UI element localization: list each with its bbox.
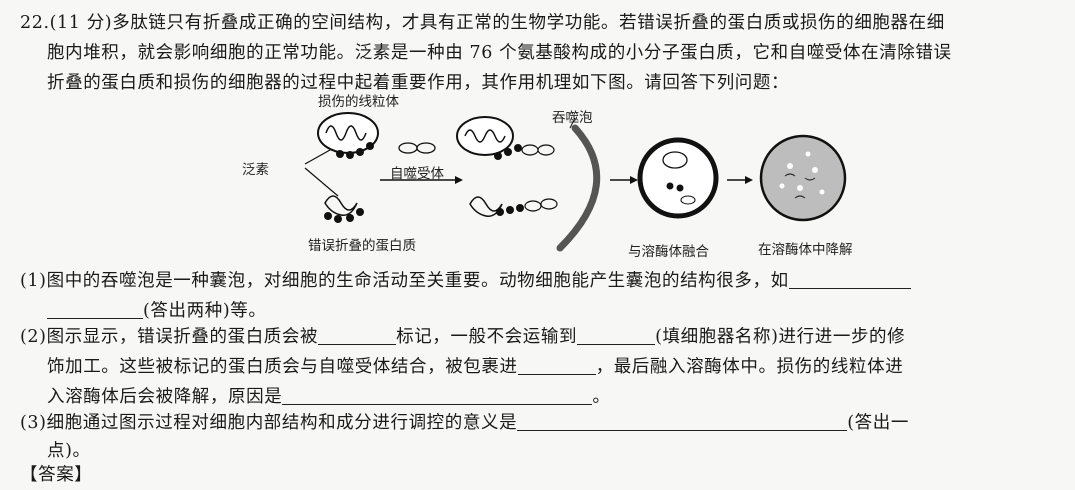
q2-text-c: (填细胞器名称)进行进一步的修 bbox=[655, 327, 906, 347]
mechanism-figure: 损伤的线粒体 泛素 自噬受体 错误折叠的蛋白质 吞噬泡 与溶酶体融合 在溶酶体中… bbox=[230, 88, 890, 260]
question-line-3: 折叠的蛋白质和损伤的细胞器的过程中起着重要作用，其作用机理如下图。请回答下列问题… bbox=[47, 73, 790, 93]
lysosome-icon bbox=[759, 134, 847, 222]
q1-line-1: (1)图中的吞噬泡是一种囊泡，对细胞的生命活动至关重要。动物细胞能产生囊泡的结构… bbox=[20, 266, 1055, 296]
label-fuse-lysosome: 与溶酶体融合 bbox=[628, 244, 709, 260]
q2-text-d: 饰加工。这些被标记的蛋白质会与自噬受体结合，被包裹进 bbox=[47, 357, 518, 377]
q2-text-e: ，最后融入溶酶体中。损伤的线粒体进 bbox=[595, 357, 904, 377]
tagged-protein-icon bbox=[469, 196, 558, 217]
misfolded-protein-icon bbox=[324, 195, 364, 223]
q3-text-a: (3)细胞通过图示过程对细胞内部结构和成分进行调控的意义是 bbox=[20, 413, 518, 433]
label-misfolded-protein: 错误折叠的蛋白质 bbox=[308, 238, 416, 254]
label-autophagy-receptor: 自噬受体 bbox=[390, 166, 444, 182]
tagged-mitochondrion-icon bbox=[456, 116, 555, 160]
label-degrade-lysosome: 在溶酶体中降解 bbox=[758, 242, 853, 258]
autolysosome-icon bbox=[637, 137, 719, 219]
q1-text-a: (1)图中的吞噬泡是一种囊泡，对细胞的生命活动至关重要。动物细胞能产生囊泡的结构… bbox=[20, 271, 789, 291]
label-damaged-mitochondrion: 损伤的线粒体 bbox=[318, 94, 399, 110]
q2-text-g: 。 bbox=[592, 387, 611, 407]
question-line-1: 22.(11 分)多肽链只有折叠成正确的空间结构，才具有正常的生物学功能。若错误… bbox=[20, 13, 945, 33]
label-ubiquitin: 泛素 bbox=[242, 162, 269, 178]
q2-line-1: (2)图示显示，错误折叠的蛋白质会被 标记，一般不会运输到 (填细胞器名称)进行进一… bbox=[20, 322, 1055, 352]
q2-blank-reason[interactable] bbox=[282, 386, 593, 405]
q3-blank-significance[interactable] bbox=[517, 412, 848, 431]
question-line-2: 胞内堆积，就会影响细胞的正常功能。泛素是一种由 76 个氨基酸构成的小分子蛋白质… bbox=[47, 43, 952, 63]
phagophore-membrane bbox=[556, 124, 601, 252]
damaged-mitochondrion-icon bbox=[317, 112, 379, 159]
q1-line-2: (答出两种)等。 bbox=[47, 296, 1055, 326]
q2-blank-ubiquitin[interactable] bbox=[318, 326, 397, 345]
q2-line-3: 入溶酶体后会被降解，原因是 。 bbox=[47, 382, 1055, 412]
autophagy-diagram bbox=[304, 112, 847, 252]
q1-text-b: (答出两种)等。 bbox=[143, 301, 267, 321]
q2-blank-organelle[interactable] bbox=[577, 326, 656, 345]
q2-blank-vesicle[interactable] bbox=[517, 356, 596, 375]
q2-text-f: 入溶酶体后会被降解，原因是 bbox=[47, 387, 283, 407]
label-phagophore: 吞噬泡 bbox=[552, 110, 593, 126]
q1-answer-blank-1[interactable] bbox=[788, 270, 911, 289]
answer-header-partial: 【答案】 bbox=[20, 465, 93, 485]
q1-answer-blank-2[interactable] bbox=[47, 300, 143, 319]
q2-text-a: (2)图示显示，错误折叠的蛋白质会被 bbox=[20, 327, 319, 347]
q3-text-b: (答出一 bbox=[847, 413, 909, 433]
q3-line-1: (3)细胞通过图示过程对细胞内部结构和成分进行调控的意义是 (答出一 bbox=[20, 408, 1055, 438]
q2-line-2: 饰加工。这些被标记的蛋白质会与自噬受体结合，被包裹进 ，最后融入溶酶体中。损伤的线… bbox=[47, 352, 1055, 382]
q3-line-2: 点)。 bbox=[47, 441, 91, 461]
q2-text-b: 标记，一般不会运输到 bbox=[396, 327, 578, 347]
